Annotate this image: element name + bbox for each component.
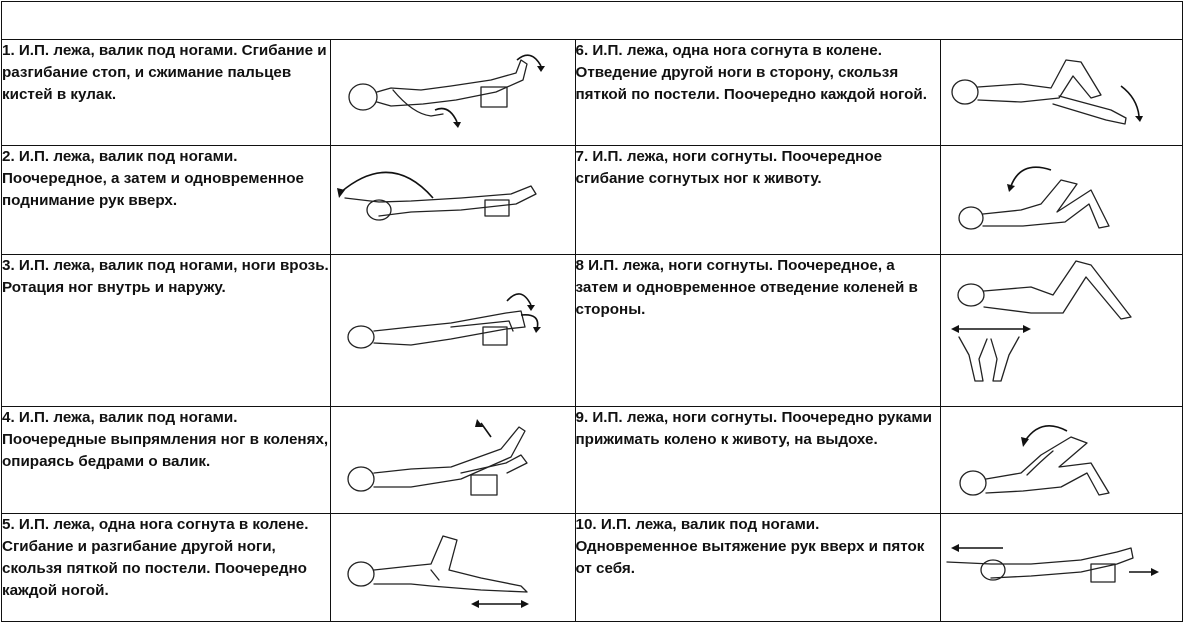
exercise-5-figure bbox=[329, 513, 576, 622]
exercise-10-figure bbox=[940, 513, 1183, 622]
table-row: 3. И.П. лежа, валик под ногами, ноги вро… bbox=[1, 254, 1183, 407]
exercise-1-figure bbox=[329, 39, 576, 146]
figure-lying-leg-abduction bbox=[951, 59, 1144, 125]
figure-lying-hug-knee bbox=[959, 425, 1110, 496]
figure-lying-full-stretch bbox=[946, 544, 1160, 583]
exercise-8-text: 8 И.П. лежа, ноги согнуты. Поочередное, … bbox=[574, 254, 942, 407]
figure-lying-roller-arms-up bbox=[336, 171, 537, 221]
exercise-3-text: 3. И.П. лежа, валик под ногами, ноги вро… bbox=[1, 254, 331, 407]
figure-lying-knees-apart bbox=[951, 260, 1132, 382]
exercise-9-text: 9. И.П. лежа, ноги согнуты. Поочередно р… bbox=[574, 406, 942, 514]
table-header-cell bbox=[1, 1, 1183, 40]
exercise-3-figure bbox=[329, 254, 576, 407]
exercise-10-text: 10. И.П. лежа, валик под ногами. Одновре… bbox=[574, 513, 942, 622]
exercise-9-figure bbox=[940, 406, 1183, 514]
exercise-5-text: 5. И.П. лежа, одна нога согнута в колене… bbox=[1, 513, 331, 622]
table-row: 2. И.П. лежа, валик под ногами. Поочеред… bbox=[1, 145, 1183, 255]
exercise-7-figure bbox=[940, 145, 1183, 255]
figure-lying-heel-slide bbox=[347, 535, 529, 608]
exercise-1-text: 1. И.П. лежа, валик под ногами. Сгибание… bbox=[1, 39, 331, 146]
exercise-7-text: 7. И.П. лежа, ноги согнуты. Поочередное … bbox=[574, 145, 942, 255]
exercise-4-figure bbox=[329, 406, 576, 514]
table-row: 5. И.П. лежа, одна нога согнута в колене… bbox=[1, 513, 1183, 622]
exercise-2-figure bbox=[329, 145, 576, 255]
exercise-8-figure bbox=[940, 254, 1183, 407]
table-row: 1. И.П. лежа, валик под ногами. Сгибание… bbox=[1, 39, 1183, 146]
table-header-row bbox=[1, 1, 1183, 40]
exercise-2-text: 2. И.П. лежа, валик под ногами. Поочеред… bbox=[1, 145, 331, 255]
exercise-4-text: 4. И.П. лежа, валик под ногами. Поочеред… bbox=[1, 406, 331, 514]
figure-lying-roller-knee-extension bbox=[347, 419, 528, 496]
figure-lying-knee-to-belly bbox=[958, 166, 1110, 230]
exercise-6-figure bbox=[940, 39, 1183, 146]
figure-lying-roller-leg-rotation bbox=[347, 293, 541, 349]
table-row: 4. И.П. лежа, валик под ногами. Поочеред… bbox=[1, 406, 1183, 514]
figure-lying-roller-feet-flex bbox=[348, 54, 545, 128]
exercise-6-text: 6. И.П. лежа, одна нога согнута в колене… bbox=[574, 39, 942, 146]
